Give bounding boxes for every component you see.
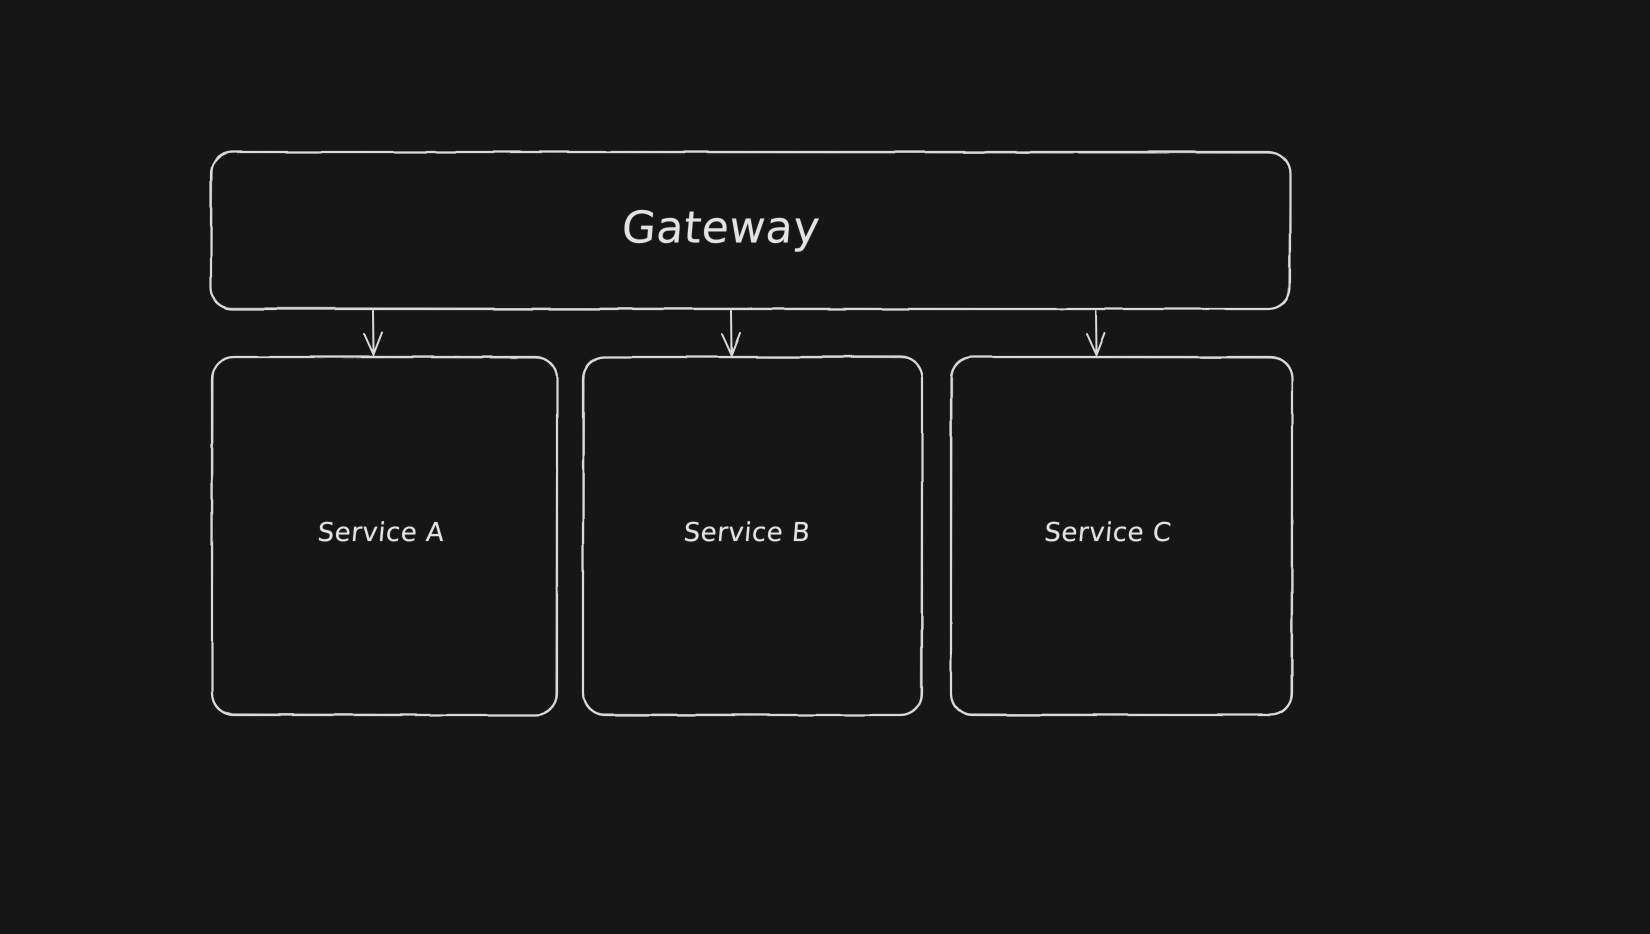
node-gateway-shape[interactable] <box>209 150 1292 311</box>
node-service-c-shape[interactable] <box>949 355 1294 717</box>
node-service-b-shape[interactable] <box>581 355 924 717</box>
node-service-a-shape[interactable] <box>210 355 559 717</box>
edge-gateway-to-service-b[interactable] <box>721 310 741 356</box>
edge-gateway-to-service-a[interactable] <box>363 310 383 356</box>
edge-gateway-to-service-c[interactable] <box>1086 310 1106 356</box>
